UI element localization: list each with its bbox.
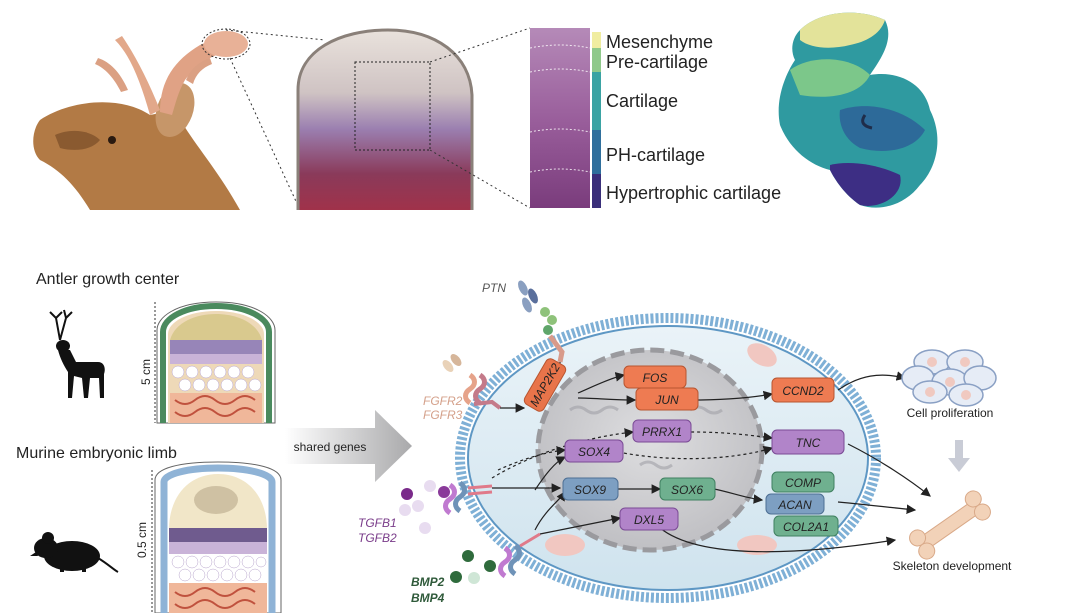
gene-sox9-label: SOX9 bbox=[574, 483, 606, 497]
ptn-label: PTN bbox=[482, 281, 506, 295]
gene-tnc: TNC bbox=[771, 429, 845, 455]
gene-fos: FOS bbox=[623, 365, 687, 389]
cell-cluster-icon bbox=[901, 349, 997, 407]
gene-col2a1: COL2A1 bbox=[773, 515, 839, 537]
murine-limb-schematic bbox=[154, 461, 282, 613]
zone-legend: Mesenchyme Pre-cartilage Cartilage PH-ca… bbox=[592, 32, 781, 208]
murine-panel-title: Murine embryonic limb bbox=[16, 445, 177, 462]
gene-acan-label: ACAN bbox=[777, 498, 812, 512]
zone-color-mesenchyme bbox=[592, 32, 601, 48]
deer-head-photo bbox=[33, 28, 251, 210]
tgfb-receptor bbox=[443, 480, 493, 516]
gene-sox9: SOX9 bbox=[562, 477, 619, 501]
mouse-silhouette-icon bbox=[30, 532, 119, 573]
gene-ccnd2: CCND2 bbox=[771, 377, 835, 403]
gene-prrx1: PRRX1 bbox=[632, 419, 692, 443]
shared-genes-label: shared genes bbox=[294, 440, 367, 454]
cell-proliferation-label: Cell proliferation bbox=[907, 406, 994, 420]
zone-label-ph-cartilage: PH-cartilage bbox=[606, 145, 705, 165]
zone-color-pre-cartilage bbox=[592, 48, 601, 72]
gene-tnc-label: TNC bbox=[796, 436, 821, 450]
tgfb2-label: TGFB2 bbox=[358, 531, 397, 545]
gene-jun-label: JUN bbox=[654, 393, 679, 407]
skeleton-development-label: Skeleton development bbox=[893, 559, 1012, 573]
gene-acan: ACAN bbox=[765, 493, 825, 515]
tgfb1-label: TGFB1 bbox=[358, 516, 397, 530]
dashed-pathway-arrows bbox=[491, 428, 774, 479]
bmp2-label: BMP2 bbox=[411, 575, 445, 589]
umap-scatter-plot bbox=[778, 12, 938, 208]
zoom-lines-1 bbox=[225, 29, 326, 211]
deer-silhouette-icon bbox=[49, 309, 105, 398]
ptn-ligand bbox=[518, 280, 538, 313]
zone-label-cartilage: Cartilage bbox=[606, 91, 678, 111]
histology-strip bbox=[529, 28, 591, 208]
fgf-ligand bbox=[442, 354, 462, 372]
fgfr-receptor bbox=[463, 372, 502, 410]
gene-sox6-label: SOX6 bbox=[671, 483, 703, 497]
pathway-arrows bbox=[492, 362, 931, 553]
bmp-receptor bbox=[498, 532, 541, 579]
fgfr3-label: FGFR3 bbox=[423, 408, 463, 422]
gene-fos-label: FOS bbox=[643, 371, 668, 385]
bone-icon bbox=[909, 490, 991, 560]
gene-dxl5: DXL5 bbox=[619, 507, 679, 531]
antler-panel-title: Antler growth center bbox=[36, 271, 180, 288]
antler-scale-label: 5 cm bbox=[139, 359, 153, 385]
zone-color-cartilage bbox=[592, 72, 601, 130]
bmp4-label: BMP4 bbox=[411, 591, 445, 605]
down-arrow bbox=[948, 440, 970, 472]
gene-dxl5-label: DXL5 bbox=[634, 513, 664, 527]
gene-comp: COMP bbox=[771, 471, 835, 493]
antler-growth-center-schematic bbox=[156, 301, 276, 424]
gene-comp-label: COMP bbox=[785, 476, 821, 490]
zoom-lines-2 bbox=[429, 27, 531, 209]
ptn-receptor bbox=[540, 307, 565, 363]
zone-color-ph-cartilage bbox=[592, 130, 601, 174]
zone-label-hypertrophic: Hypertrophic cartilage bbox=[606, 183, 781, 203]
gene-col2a1-label: COL2A1 bbox=[783, 520, 829, 534]
gene-jun: JUN bbox=[635, 387, 699, 411]
murine-scale-label: 0.5 cm bbox=[135, 522, 149, 558]
antler-section-photo bbox=[296, 28, 474, 210]
zone-color-hypertrophic bbox=[592, 174, 601, 208]
bmp-ligands bbox=[450, 550, 496, 584]
gene-sox4: SOX4 bbox=[564, 439, 624, 463]
tgfb-ligands bbox=[399, 480, 450, 534]
fgfr2-label: FGFR2 bbox=[423, 394, 463, 408]
zone-label-mesenchyme: Mesenchyme bbox=[606, 32, 713, 52]
gene-ccnd2-label: CCND2 bbox=[782, 384, 824, 398]
shared-genes-arrow: shared genes bbox=[285, 410, 412, 482]
zone-label-pre-cartilage: Pre-cartilage bbox=[606, 52, 708, 72]
gene-sox6: SOX6 bbox=[659, 477, 716, 501]
gene-sox4-label: SOX4 bbox=[578, 445, 610, 459]
gene-prrx1-label: PRRX1 bbox=[642, 425, 682, 439]
